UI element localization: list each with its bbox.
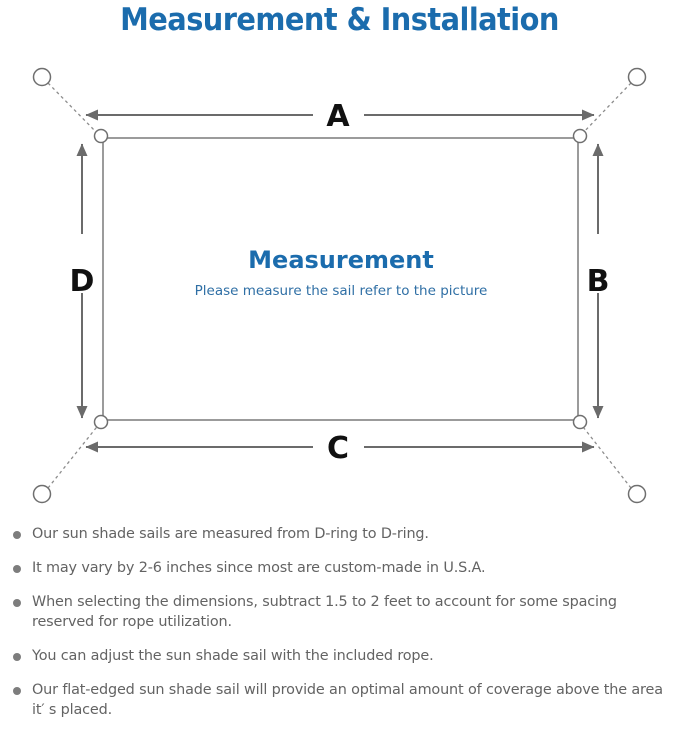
- dimension-label-b: B: [587, 264, 610, 299]
- anchor-group-bottom-right: [579, 422, 647, 504]
- rope-line-bottom-left: [47, 422, 101, 489]
- list-item: You can adjust the sun shade sail with t…: [0, 646, 679, 666]
- bullet-icon: [13, 565, 21, 573]
- dimension-label-c: C: [327, 431, 349, 466]
- rope-line-top-left: [47, 82, 101, 137]
- list-item-text: Our flat-edged sun shade sail will provi…: [32, 682, 663, 718]
- anchor-group-top-right: [579, 67, 647, 137]
- diagram-center-subheading: Please measure the sail refer to the pic…: [195, 283, 488, 299]
- list-item: When selecting the dimensions, subtract …: [0, 592, 679, 632]
- anchor-ring-top-right: [627, 67, 647, 87]
- dimension-label-a: A: [326, 99, 350, 134]
- list-item-text: You can adjust the sun shade sail with t…: [32, 648, 434, 664]
- bullet-icon: [13, 531, 21, 539]
- d-ring-bottom-right: [572, 414, 588, 430]
- list-item-text: Our sun shade sails are measured from D-…: [32, 526, 429, 542]
- bullet-icon: [13, 687, 21, 695]
- notes-list: Our sun shade sails are measured from D-…: [0, 524, 679, 734]
- list-item-text: When selecting the dimensions, subtract …: [32, 594, 617, 630]
- rope-line-bottom-right: [579, 422, 632, 489]
- d-ring-top-left: [93, 128, 109, 144]
- anchor-group-top-left: [32, 67, 101, 137]
- list-item: Our flat-edged sun shade sail will provi…: [0, 680, 679, 720]
- list-item: Our sun shade sails are measured from D-…: [0, 524, 679, 544]
- page-title: Measurement & Installation: [120, 2, 559, 38]
- anchor-ring-bottom-right: [627, 484, 647, 504]
- anchor-ring-bottom-left: [32, 484, 52, 504]
- anchor-group-bottom-left: [32, 422, 101, 504]
- dimension-label-d: D: [70, 264, 95, 299]
- list-item-text: It may vary by 2-6 inches since most are…: [32, 560, 486, 576]
- d-ring-top-right: [572, 128, 588, 144]
- rope-line-top-right: [579, 82, 632, 137]
- diagram-center-heading: Measurement: [248, 246, 434, 274]
- sail-rectangle: [102, 137, 579, 421]
- anchor-ring-top-left: [32, 67, 52, 87]
- d-ring-bottom-left: [93, 414, 109, 430]
- list-item: It may vary by 2-6 inches since most are…: [0, 558, 679, 578]
- bullet-icon: [13, 653, 21, 661]
- bullet-icon: [13, 599, 21, 607]
- measurement-diagram: A C D B Measurement Please measure the s…: [0, 48, 679, 518]
